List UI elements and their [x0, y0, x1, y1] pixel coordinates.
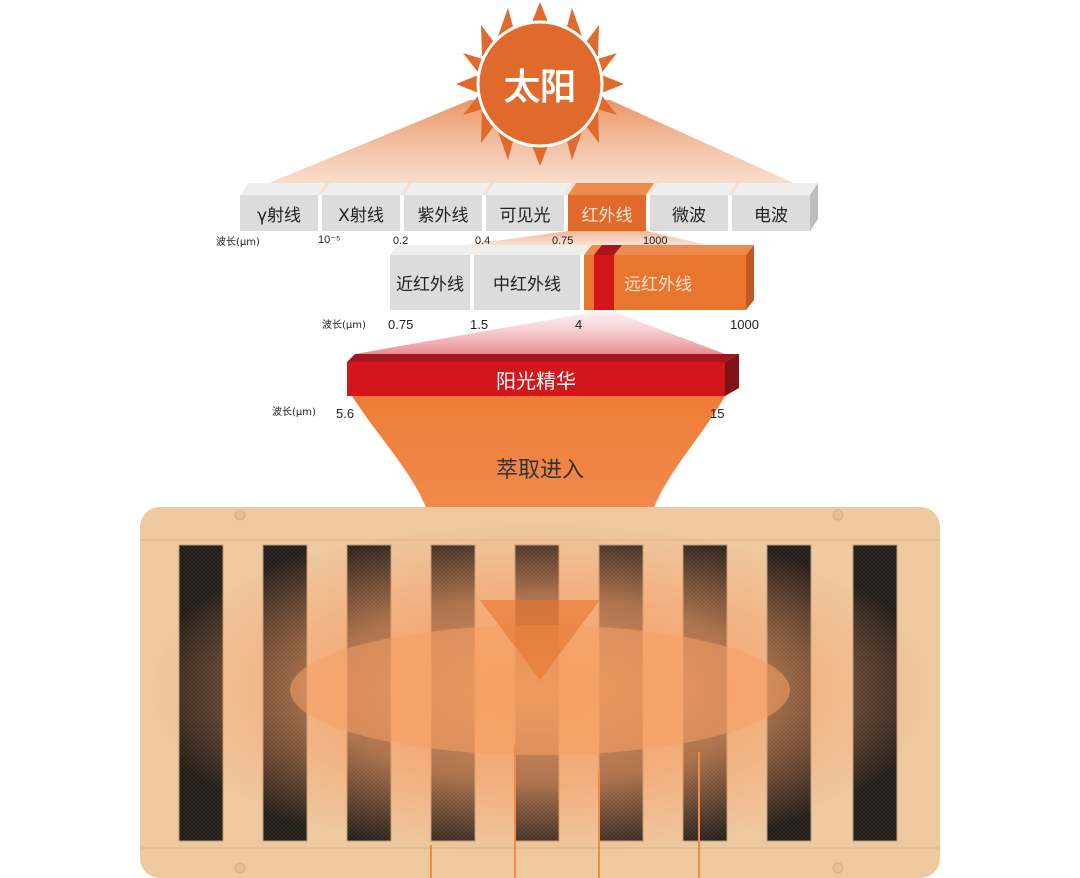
spectrum-tick: 10⁻⁵ [318, 234, 341, 246]
band-ultraviolet: 紫外线 [404, 195, 482, 231]
band-mid-infrared: 中红外线 [474, 255, 580, 310]
spectrum-axis-label: 波长(μm) [216, 237, 260, 248]
essence-axis-label: 波长(μm) [272, 407, 316, 418]
essence-tick: 5.6 [336, 406, 355, 421]
band-xray: X射线 [322, 195, 400, 231]
infrared-axis-label: 波长(μm) [322, 320, 366, 331]
sun-label: 太阳 [503, 67, 576, 108]
band-far-infrared: 远红外线 [614, 255, 746, 310]
band-gamma: γ射线 [240, 195, 318, 231]
infrared-tick: 1.5 [470, 317, 489, 332]
far-infrared-lead [584, 255, 594, 310]
band-microwave: 微波 [650, 195, 728, 231]
infrared-tick: 1000 [730, 317, 759, 332]
extract-label: 萃取进入 [495, 458, 584, 483]
spectrum-tick: 0.4 [475, 235, 491, 247]
essence-tick: 15 [710, 406, 725, 421]
band-visible: 可见光 [486, 195, 564, 231]
band-radio: 电波 [732, 195, 810, 231]
spectrum-tick: 0.2 [393, 235, 409, 247]
infrared-tick: 4 [575, 317, 583, 332]
infrared-tick: 0.75 [388, 317, 414, 332]
spectrum-tick: 1000 [643, 235, 668, 247]
spectrum-tick: 0.75 [552, 235, 574, 247]
sunlight-essence-band: 阳光精华 [347, 362, 725, 396]
band-near-infrared: 近红外线 [390, 255, 470, 310]
band-infrared: 红外线 [568, 195, 646, 231]
